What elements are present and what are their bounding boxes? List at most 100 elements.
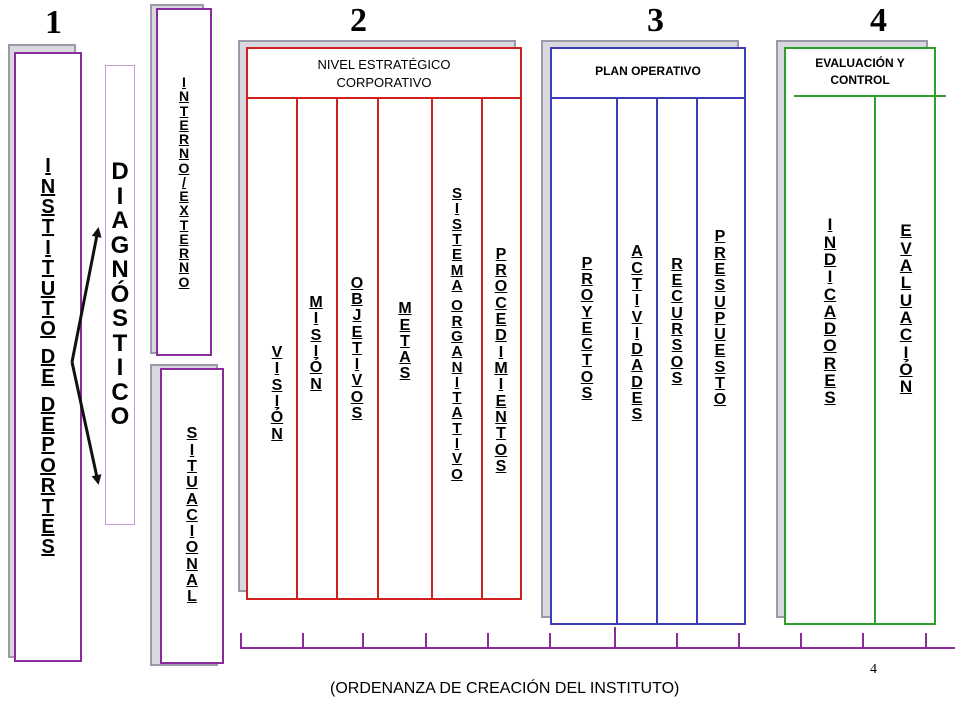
ordinance-bracket-line bbox=[240, 647, 955, 649]
bracket-tick bbox=[800, 633, 802, 649]
strategic-header: NIVEL ESTRATÉGICO CORPORATIVO bbox=[248, 56, 520, 91]
letter: Ó bbox=[110, 280, 130, 308]
bracket-tick bbox=[862, 633, 864, 649]
letter: C bbox=[581, 336, 593, 354]
letter: T bbox=[41, 495, 55, 518]
letter: E bbox=[900, 221, 912, 241]
letter: S bbox=[41, 536, 55, 559]
letter: E bbox=[399, 316, 411, 334]
letter: C bbox=[111, 378, 129, 406]
letter: I bbox=[827, 267, 833, 287]
letter: I bbox=[116, 354, 124, 382]
letter: I bbox=[903, 342, 909, 362]
strategic-divider bbox=[296, 97, 298, 598]
letter: L bbox=[900, 273, 912, 293]
bracket-tick bbox=[362, 633, 364, 649]
letter: R bbox=[40, 475, 56, 498]
letter: U bbox=[671, 304, 683, 322]
letter: A bbox=[186, 572, 198, 590]
letter: S bbox=[351, 405, 363, 423]
letter: I bbox=[189, 523, 195, 541]
letter: C bbox=[823, 284, 837, 304]
letter: O bbox=[185, 539, 199, 557]
letter: S bbox=[495, 457, 507, 475]
letter: Y bbox=[581, 303, 593, 321]
letter: I bbox=[313, 343, 319, 360]
letter: O bbox=[670, 353, 684, 371]
letter: P bbox=[41, 434, 55, 457]
letter: A bbox=[451, 276, 463, 294]
letter: E bbox=[631, 390, 643, 408]
bracket-tick bbox=[549, 633, 551, 649]
operative-header-rule bbox=[552, 97, 744, 99]
letter: B bbox=[351, 290, 363, 308]
operative-divider bbox=[696, 97, 698, 623]
letter: O bbox=[580, 287, 594, 305]
letter: P bbox=[714, 309, 726, 327]
strategic-divider bbox=[431, 97, 433, 598]
letter: A bbox=[451, 343, 463, 361]
letter: Ó bbox=[270, 409, 284, 427]
letter: A bbox=[186, 490, 198, 508]
letter: / bbox=[182, 173, 186, 190]
letter: U bbox=[40, 277, 56, 300]
letter: R bbox=[581, 270, 593, 288]
operative-header: PLAN OPERATIVO bbox=[595, 64, 701, 78]
bracket-tick bbox=[738, 633, 740, 649]
letter: N bbox=[111, 256, 129, 284]
letter: A bbox=[631, 243, 643, 261]
letter: T bbox=[496, 425, 506, 443]
letter: N bbox=[271, 425, 283, 443]
letter: S bbox=[671, 369, 683, 387]
ordinance-caption: (ORDENANZA DE CREACIÓN DEL INSTITUTO) bbox=[330, 680, 680, 697]
letter: X bbox=[179, 202, 189, 219]
letter: I bbox=[454, 435, 460, 453]
letter: S bbox=[714, 277, 726, 295]
letter: O bbox=[494, 278, 508, 296]
letter: I bbox=[634, 292, 640, 310]
letter: S bbox=[581, 385, 593, 403]
letter: N bbox=[40, 175, 56, 198]
letter: N bbox=[178, 88, 190, 105]
evaluation-header-rule bbox=[794, 95, 946, 97]
letter: C bbox=[671, 288, 683, 306]
letter: E bbox=[179, 188, 189, 205]
letter: C bbox=[899, 325, 913, 345]
letter: O bbox=[350, 388, 364, 406]
letter: E bbox=[179, 230, 189, 247]
letter: C bbox=[186, 506, 198, 524]
letter: M bbox=[450, 261, 464, 279]
letter: U bbox=[714, 326, 726, 344]
letter: N bbox=[899, 377, 913, 397]
letter: O bbox=[494, 441, 508, 459]
letter: U bbox=[714, 293, 726, 311]
letter: R bbox=[451, 312, 463, 330]
letter: V bbox=[451, 450, 462, 468]
letter: E bbox=[495, 392, 507, 410]
letter: G bbox=[451, 327, 463, 345]
letter: A bbox=[899, 308, 913, 327]
letter: N bbox=[178, 259, 190, 276]
letter: S bbox=[41, 196, 55, 219]
letter: P bbox=[714, 228, 726, 246]
letter: I bbox=[827, 215, 833, 235]
strategic-divider bbox=[377, 97, 379, 598]
letter: R bbox=[178, 245, 190, 262]
letter: I bbox=[313, 310, 319, 328]
strategic-divider bbox=[481, 97, 483, 598]
letter: E bbox=[179, 116, 189, 133]
strategic-header-rule bbox=[248, 97, 520, 99]
letter: O bbox=[40, 454, 56, 477]
bracket-tick bbox=[614, 627, 616, 649]
letter: M bbox=[494, 360, 508, 377]
letter: S bbox=[186, 425, 198, 443]
letter: T bbox=[352, 339, 362, 357]
